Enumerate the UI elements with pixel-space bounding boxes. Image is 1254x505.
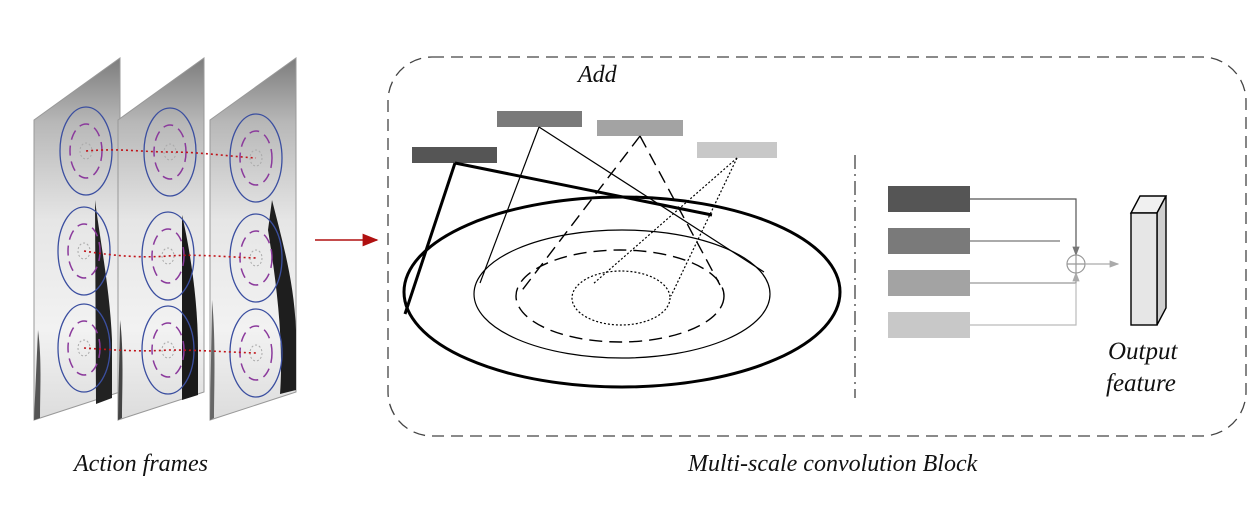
add-label: Add (578, 62, 617, 88)
sum-node (1066, 254, 1086, 274)
output-label-line2: feature (1106, 370, 1176, 397)
action-frame-3 (209, 57, 297, 421)
scale-bar-1 (412, 147, 497, 163)
tracking-lines (83, 149, 257, 354)
feature-bar-1 (888, 186, 970, 212)
scale-bar-3 (597, 120, 683, 136)
output-feature-slab (1129, 195, 1168, 326)
action-frame-2 (117, 57, 205, 421)
scale-bar-2 (497, 111, 582, 127)
frame-silhouette (268, 200, 296, 394)
multi-scale-block (387, 56, 1247, 437)
feature-bar-4 (888, 312, 970, 338)
action-frames-caption: Action frames (74, 451, 208, 477)
scale-bar-4 (697, 142, 777, 158)
receptive-field-ellipses (402, 195, 842, 389)
block-caption: Multi-scale convolution Block (688, 451, 978, 477)
block-border (387, 56, 1247, 437)
action-frame-1 (33, 57, 121, 421)
feature-bar-2 (888, 228, 970, 254)
action-frames (33, 57, 297, 421)
fusion-connectors (970, 198, 1080, 326)
feature-bar-3 (888, 270, 970, 296)
projection-lines (403, 126, 765, 315)
output-label-line1: Output (1108, 338, 1178, 365)
